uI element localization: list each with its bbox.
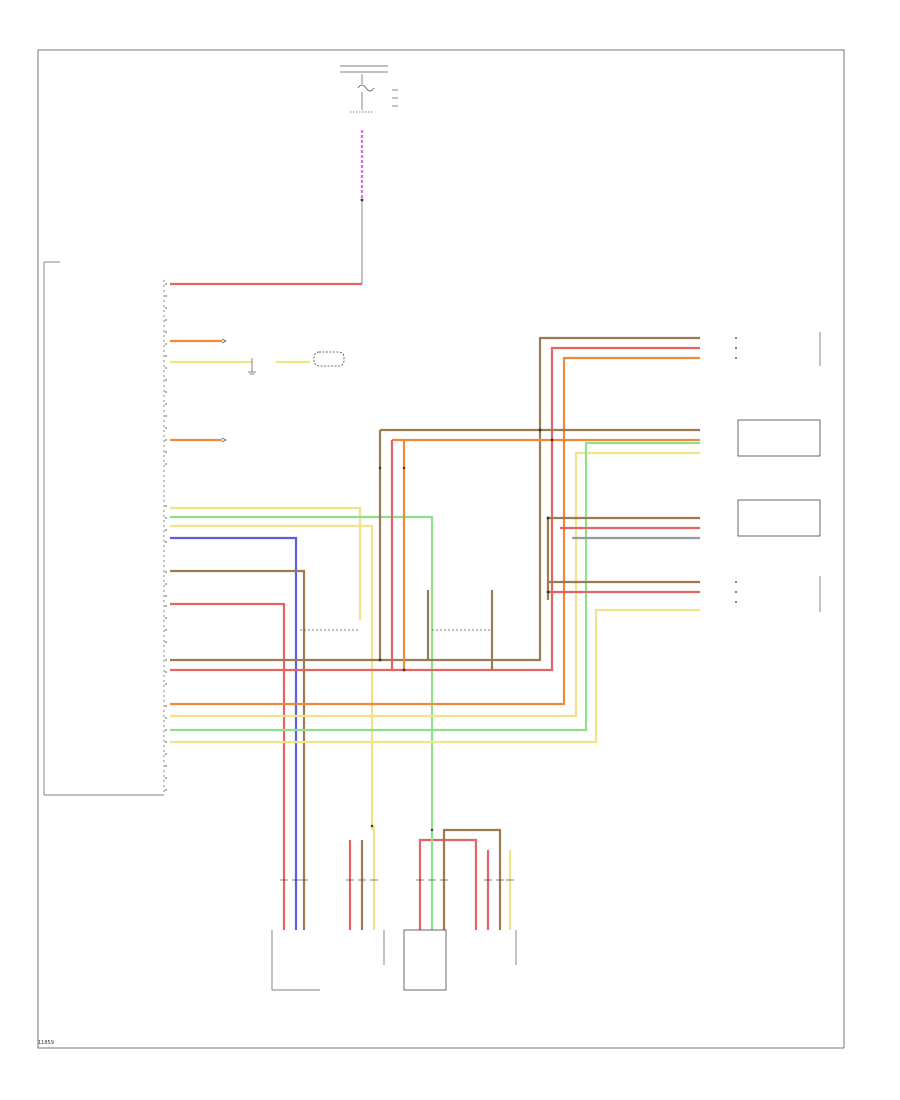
wire-red-1	[170, 602, 286, 930]
sensor-left-rear-center	[403, 929, 447, 991]
wire-brown-1	[170, 569, 306, 930]
wire-red-trunk	[170, 346, 700, 672]
wire-brown-trunk	[170, 336, 700, 662]
splice-icon	[360, 198, 554, 832]
wire-signal-yellow-1	[170, 506, 362, 620]
wire-bottom-loop	[418, 838, 478, 930]
wire-orange-trunk	[170, 356, 700, 706]
module-pins	[165, 283, 167, 791]
diagram-code: 11859	[38, 1040, 54, 1046]
wire-green-trunk	[170, 441, 700, 732]
diagram-border	[37, 49, 845, 1049]
wire-signal-yellow-2	[170, 524, 374, 830]
ground-icon	[248, 366, 256, 375]
fuse-box-top	[340, 65, 398, 113]
control-module	[43, 261, 165, 796]
sensor-right-front-outer	[735, 576, 821, 612]
connector-icon	[313, 351, 345, 367]
sensor-left-front-outer	[735, 332, 821, 366]
sensor-left-rear-outer	[271, 930, 320, 991]
wire-signal-green-1	[170, 515, 434, 830]
sensor-right-front-center	[737, 499, 821, 537]
fuse-icon	[350, 74, 375, 113]
sensor-left-front-center	[737, 419, 821, 457]
wire-signal-blue	[170, 536, 298, 930]
wire-yellow-trunk-1	[170, 451, 700, 718]
wire-yellow-trunk-2	[170, 608, 700, 744]
